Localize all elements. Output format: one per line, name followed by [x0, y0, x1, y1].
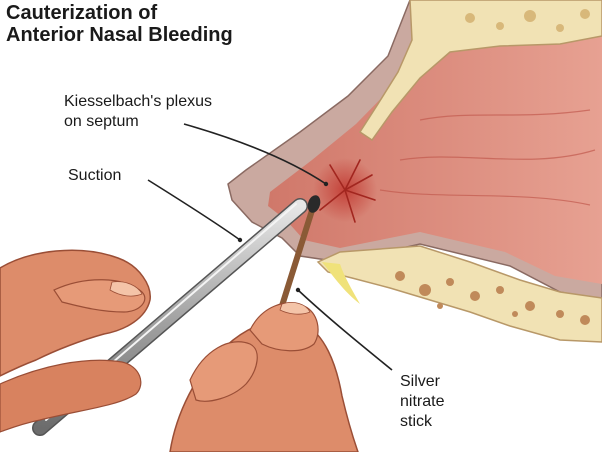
bone-pore — [580, 9, 590, 19]
plexus-vessel — [344, 174, 373, 191]
right-thumb — [189, 341, 258, 402]
bone-pore — [395, 271, 405, 281]
silver-label-line-1: Silver — [400, 373, 441, 390]
bone-pore — [496, 286, 504, 294]
silver-nitrate-leader-line — [297, 289, 393, 371]
bone-pore — [525, 301, 535, 311]
kiesselbach-label-line-1: Kiesselbach's plexus — [64, 93, 213, 110]
bone-pore — [496, 22, 504, 30]
septum-vessel — [419, 109, 591, 121]
suction-label-text: Suction — [68, 167, 122, 184]
suction-leader-line — [147, 179, 241, 241]
bone-pore — [465, 13, 475, 23]
kiesselbach-label-line-2: on septum — [64, 113, 139, 130]
diagram-title: Cauterization of Anterior Nasal Bleeding — [6, 2, 233, 46]
title-line-2: Anterior Nasal Bleeding — [6, 24, 233, 46]
bone-pore — [419, 284, 431, 296]
bone-pore — [446, 278, 454, 286]
title-line-1: Cauterization of — [6, 2, 158, 24]
bone-pore — [512, 311, 518, 317]
bone-pore — [556, 310, 564, 318]
septum-vessel — [399, 149, 596, 161]
bone-pore — [437, 303, 443, 309]
plexus-vessel — [344, 189, 356, 223]
bone-pore — [556, 24, 564, 32]
left-thumbnail — [109, 281, 143, 297]
right-fingernail — [279, 302, 311, 315]
kiesselbach-plexus-label: Kiesselbach's plexus on septum — [64, 92, 212, 132]
septum-vessel — [379, 189, 591, 206]
suction-label: Suction — [68, 166, 121, 186]
leader-dot — [323, 181, 329, 187]
bone-pore — [580, 315, 590, 325]
leader-dot — [295, 287, 301, 293]
cartilage-patch — [322, 262, 360, 304]
upper-bone-band — [358, 0, 602, 142]
plexus-vessel — [344, 159, 361, 191]
silver-label-line-2: nitrate — [400, 393, 445, 410]
silver-nitrate-tip — [307, 195, 321, 213]
bone-pore — [470, 291, 480, 301]
silver-label-line-3: stick — [400, 413, 432, 430]
lower-bone — [316, 245, 602, 343]
plexus-vessel — [319, 189, 346, 211]
left-finger-lower — [0, 359, 142, 433]
bone-pore — [524, 10, 536, 22]
leader-dot — [237, 237, 243, 243]
plexus-vessel — [329, 164, 346, 191]
right-finger — [249, 302, 319, 352]
silver-nitrate-stick-label: Silver nitrate stick — [400, 372, 444, 432]
plexus-vessel — [344, 189, 376, 201]
kiesselbach-leader-line — [183, 123, 327, 185]
